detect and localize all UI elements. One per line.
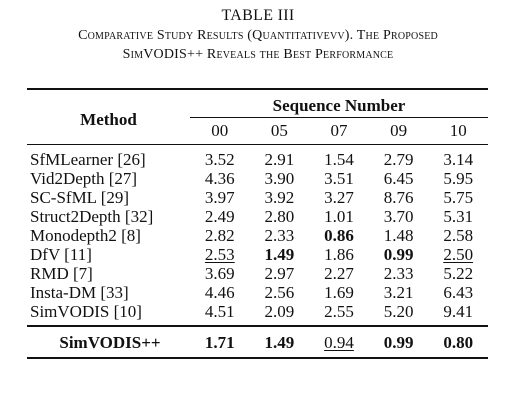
value-cell: 6.45 <box>383 169 414 188</box>
table-number: TABLE III <box>221 7 295 24</box>
value-cell: 2.56 <box>264 283 295 302</box>
value-cell: 1.01 <box>324 207 354 226</box>
value-cell: 8.76 <box>383 188 414 207</box>
table-row: SC-SfML [29] 3.97 3.92 3.27 8.76 5.75 <box>27 188 488 207</box>
value-cell: 2.09 <box>264 302 295 321</box>
value-cell: 2.97 <box>264 264 295 283</box>
value-cell: 3.90 <box>264 169 295 188</box>
table-row: RMD [7] 3.69 2.97 2.27 2.33 5.22 <box>27 264 488 283</box>
value-cell: 6.43 <box>443 283 474 302</box>
sequence-header: 00 <box>211 121 229 140</box>
table-row: SimVODIS [10] 4.51 2.09 2.55 5.20 9.41 <box>27 302 488 326</box>
value-cell: 1.54 <box>324 150 354 169</box>
value-cell-best: 1.71 <box>204 333 235 352</box>
value-cell-second-best: 0.94 <box>324 333 354 352</box>
method-header: Method <box>80 109 137 129</box>
proposed-method-row: SimVODIS++ 1.71 1.49 0.94 0.99 0.80 <box>27 326 488 358</box>
value-cell: 2.58 <box>443 226 474 245</box>
value-cell: 3.51 <box>324 169 354 188</box>
value-cell: 1.69 <box>324 283 354 302</box>
method-name: SimVODIS++ <box>59 333 161 352</box>
value-cell-second-best: 2.50 <box>443 245 474 264</box>
value-cell: 5.20 <box>383 302 414 321</box>
value-cell: 4.51 <box>204 302 235 321</box>
table-row: DfV [11] 2.53 1.49 1.86 0.99 2.50 <box>27 245 488 264</box>
value-cell: 2.33 <box>383 264 414 283</box>
value-cell: 2.33 <box>264 226 295 245</box>
value-cell: 2.55 <box>324 302 354 321</box>
sequence-header: 10 <box>449 121 467 140</box>
header-row-2: 00 05 07 09 10 <box>27 118 488 145</box>
caption-line-1: Comparative Study Results (Quantitativev… <box>78 28 438 43</box>
table-row: Monodepth2 [8] 2.82 2.33 0.86 1.48 2.58 <box>27 226 488 245</box>
value-cell-second-best: 2.53 <box>204 245 235 264</box>
value-cell-best: 1.49 <box>264 245 295 264</box>
value-cell: 2.80 <box>264 207 295 226</box>
value-cell-best: 1.49 <box>264 333 295 352</box>
value-cell-best: 0.86 <box>324 226 354 245</box>
method-name: SC-SfML [29] <box>30 188 130 207</box>
sequence-header: 09 <box>390 121 408 140</box>
sequence-header: 05 <box>270 121 288 140</box>
value-cell: 5.22 <box>443 264 474 283</box>
value-cell: 2.79 <box>383 150 414 169</box>
method-name: Vid2Depth [27] <box>30 169 138 188</box>
value-cell-best: 0.99 <box>383 245 414 264</box>
header-row-1: Method Sequence Number <box>27 89 488 128</box>
value-cell: 1.86 <box>324 245 354 264</box>
method-name: DfV [11] <box>30 245 92 264</box>
sequence-number-header: Sequence Number <box>190 89 488 118</box>
method-name: Struct2Depth [32] <box>30 207 154 226</box>
value-cell-best: 0.99 <box>383 333 414 352</box>
method-name: RMD [7] <box>30 264 93 283</box>
method-name: SimVODIS [10] <box>30 302 142 321</box>
value-cell-best: 0.80 <box>443 333 474 352</box>
value-cell: 3.97 <box>204 188 235 207</box>
value-cell: 4.36 <box>204 169 235 188</box>
results-table: Method Sequence Number 00 05 07 09 10 Sf… <box>27 88 488 359</box>
value-cell: 4.46 <box>204 283 235 302</box>
caption-line-2: SimVODIS++ Reveals the Best Performance <box>122 47 394 62</box>
value-cell: 5.75 <box>443 188 474 207</box>
value-cell: 3.92 <box>264 188 295 207</box>
value-cell: 5.31 <box>443 207 474 226</box>
table-caption: TABLE III Comparative Study Results (Qua… <box>0 0 516 64</box>
table-row: Insta-DM [33] 4.46 2.56 1.69 3.21 6.43 <box>27 283 488 302</box>
value-cell: 3.27 <box>324 188 354 207</box>
sequence-header: 07 <box>330 121 348 140</box>
value-cell: 2.82 <box>204 226 235 245</box>
value-cell: 5.95 <box>443 169 474 188</box>
method-name: Monodepth2 [8] <box>30 226 141 245</box>
value-cell: 3.14 <box>443 150 474 169</box>
value-cell: 9.41 <box>443 302 474 321</box>
value-cell: 3.52 <box>204 150 235 169</box>
value-cell: 2.49 <box>204 207 235 226</box>
value-cell: 3.70 <box>383 207 414 226</box>
method-name: SfMLearner [26] <box>30 150 146 169</box>
value-cell: 3.69 <box>204 264 235 283</box>
table-row: Vid2Depth [27] 4.36 3.90 3.51 6.45 5.95 <box>27 169 488 188</box>
table-row: Struct2Depth [32] 2.49 2.80 1.01 3.70 5.… <box>27 207 488 226</box>
value-cell: 2.91 <box>264 150 295 169</box>
value-cell: 3.21 <box>383 283 414 302</box>
value-cell: 2.27 <box>324 264 354 283</box>
value-cell: 1.48 <box>383 226 414 245</box>
table-row: SfMLearner [26] 3.52 2.91 1.54 2.79 3.14 <box>27 144 488 170</box>
method-name: Insta-DM [33] <box>30 283 129 302</box>
